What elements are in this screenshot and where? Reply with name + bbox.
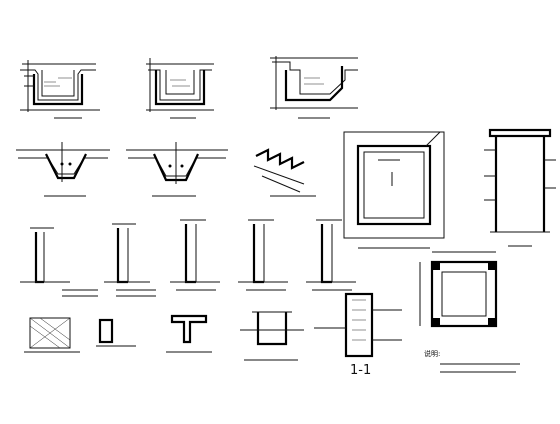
- stair-detail: [253, 148, 316, 197]
- wall-section-4: [238, 219, 288, 291]
- hatched-detail: [24, 317, 80, 353]
- beam-joint-detail: [166, 314, 212, 353]
- foundation-detail: [240, 311, 304, 361]
- column-section: [314, 292, 402, 358]
- trench-section-1: [16, 142, 110, 197]
- wall-section-5: [306, 219, 356, 291]
- pit-plan: [419, 251, 498, 328]
- ditch-section-3: [270, 56, 358, 119]
- portal-frame: [484, 128, 556, 247]
- notes-title: 说明:: [424, 349, 440, 358]
- trench-section-2: [126, 142, 228, 197]
- ditch-section-2: [146, 58, 214, 119]
- ditch-section-1: [20, 60, 100, 119]
- notes-lines: [440, 363, 520, 373]
- wall-section-2: [104, 223, 156, 297]
- section-label: 1-1: [350, 363, 371, 378]
- wall-section-3: [170, 219, 220, 291]
- small-block-detail: [96, 318, 136, 347]
- plan-view: [343, 131, 445, 249]
- wall-section-1: [20, 227, 98, 297]
